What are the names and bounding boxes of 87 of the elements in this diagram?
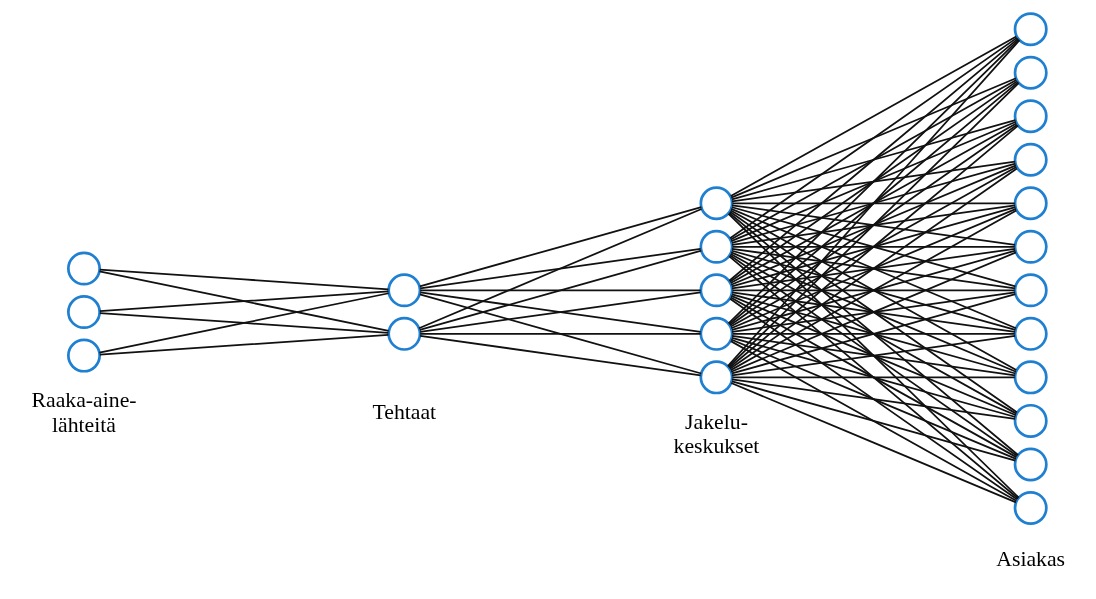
connector	[418, 293, 702, 375]
node-circle	[1013, 55, 1048, 90]
node-circle	[1013, 316, 1048, 351]
node-circle	[1013, 490, 1048, 525]
connector	[730, 336, 1016, 418]
connector	[418, 206, 702, 288]
connector	[729, 340, 1017, 502]
connector	[729, 164, 1017, 286]
connector	[98, 268, 389, 291]
connector	[727, 212, 1019, 456]
connector	[729, 120, 1017, 243]
node-circle	[699, 229, 733, 264]
connector	[731, 289, 1016, 292]
node-circle	[386, 273, 421, 308]
connector	[727, 255, 1019, 500]
connector	[98, 270, 390, 332]
connector	[731, 332, 1016, 335]
node-circle	[1013, 229, 1048, 264]
connector	[729, 251, 1017, 373]
connector	[729, 295, 1017, 417]
connector	[729, 338, 1017, 460]
connector	[730, 160, 1016, 203]
connector	[730, 291, 1016, 333]
connector	[98, 312, 389, 334]
label: Jakelu- keskukset	[673, 409, 759, 459]
connector	[98, 333, 389, 356]
node-circle	[1013, 403, 1048, 438]
node-circle	[1013, 273, 1048, 308]
connector	[418, 335, 702, 377]
connector	[729, 209, 1017, 371]
node-circle	[699, 273, 733, 308]
connector	[98, 290, 389, 312]
connector	[418, 289, 702, 292]
connector	[729, 77, 1017, 199]
label: Raaka-aine- lähteitä	[30, 388, 137, 437]
node-circle	[1013, 99, 1048, 134]
connector	[729, 253, 1017, 415]
connector	[730, 334, 1016, 377]
label: Asiakas	[995, 547, 1065, 572]
node-circle	[699, 316, 733, 351]
connector	[730, 247, 1016, 290]
node-circle	[699, 186, 733, 221]
connector	[731, 245, 1016, 248]
connector	[729, 79, 1017, 241]
connector	[730, 380, 1016, 462]
connector	[728, 167, 1018, 370]
node-circle	[1013, 186, 1048, 221]
node-circle	[1013, 447, 1048, 482]
connector	[98, 292, 390, 354]
connector	[728, 297, 1018, 501]
connector	[730, 293, 1016, 375]
connector	[728, 210, 1018, 414]
connector	[731, 376, 1016, 379]
connector	[729, 122, 1017, 284]
connector	[418, 332, 702, 335]
connector	[730, 378, 1016, 420]
node-circle	[66, 251, 101, 286]
connector	[730, 204, 1016, 246]
node-circle	[699, 360, 733, 395]
node-circle	[1013, 142, 1048, 177]
connector	[418, 291, 702, 333]
connector	[418, 247, 702, 290]
connector	[729, 166, 1017, 328]
connector	[728, 37, 1018, 240]
connector	[727, 81, 1019, 326]
node-circle	[1013, 12, 1048, 47]
connector	[727, 124, 1019, 369]
connector	[730, 249, 1016, 331]
node-circle	[1013, 360, 1048, 395]
connector	[728, 80, 1018, 283]
connector	[729, 35, 1017, 197]
connector	[728, 124, 1018, 327]
connector	[728, 254, 1018, 457]
label: Tehtaat	[371, 400, 436, 425]
connector	[729, 382, 1017, 504]
node-circle	[386, 316, 421, 351]
connector	[731, 202, 1016, 205]
node-circle	[66, 295, 101, 330]
connector	[729, 296, 1017, 458]
connector	[730, 119, 1016, 201]
connector	[727, 212, 1020, 499]
node-circle	[66, 338, 101, 373]
connector	[730, 162, 1016, 244]
connector	[418, 249, 702, 331]
connector	[727, 37, 1019, 282]
connector	[730, 206, 1016, 288]
connector	[417, 208, 702, 330]
